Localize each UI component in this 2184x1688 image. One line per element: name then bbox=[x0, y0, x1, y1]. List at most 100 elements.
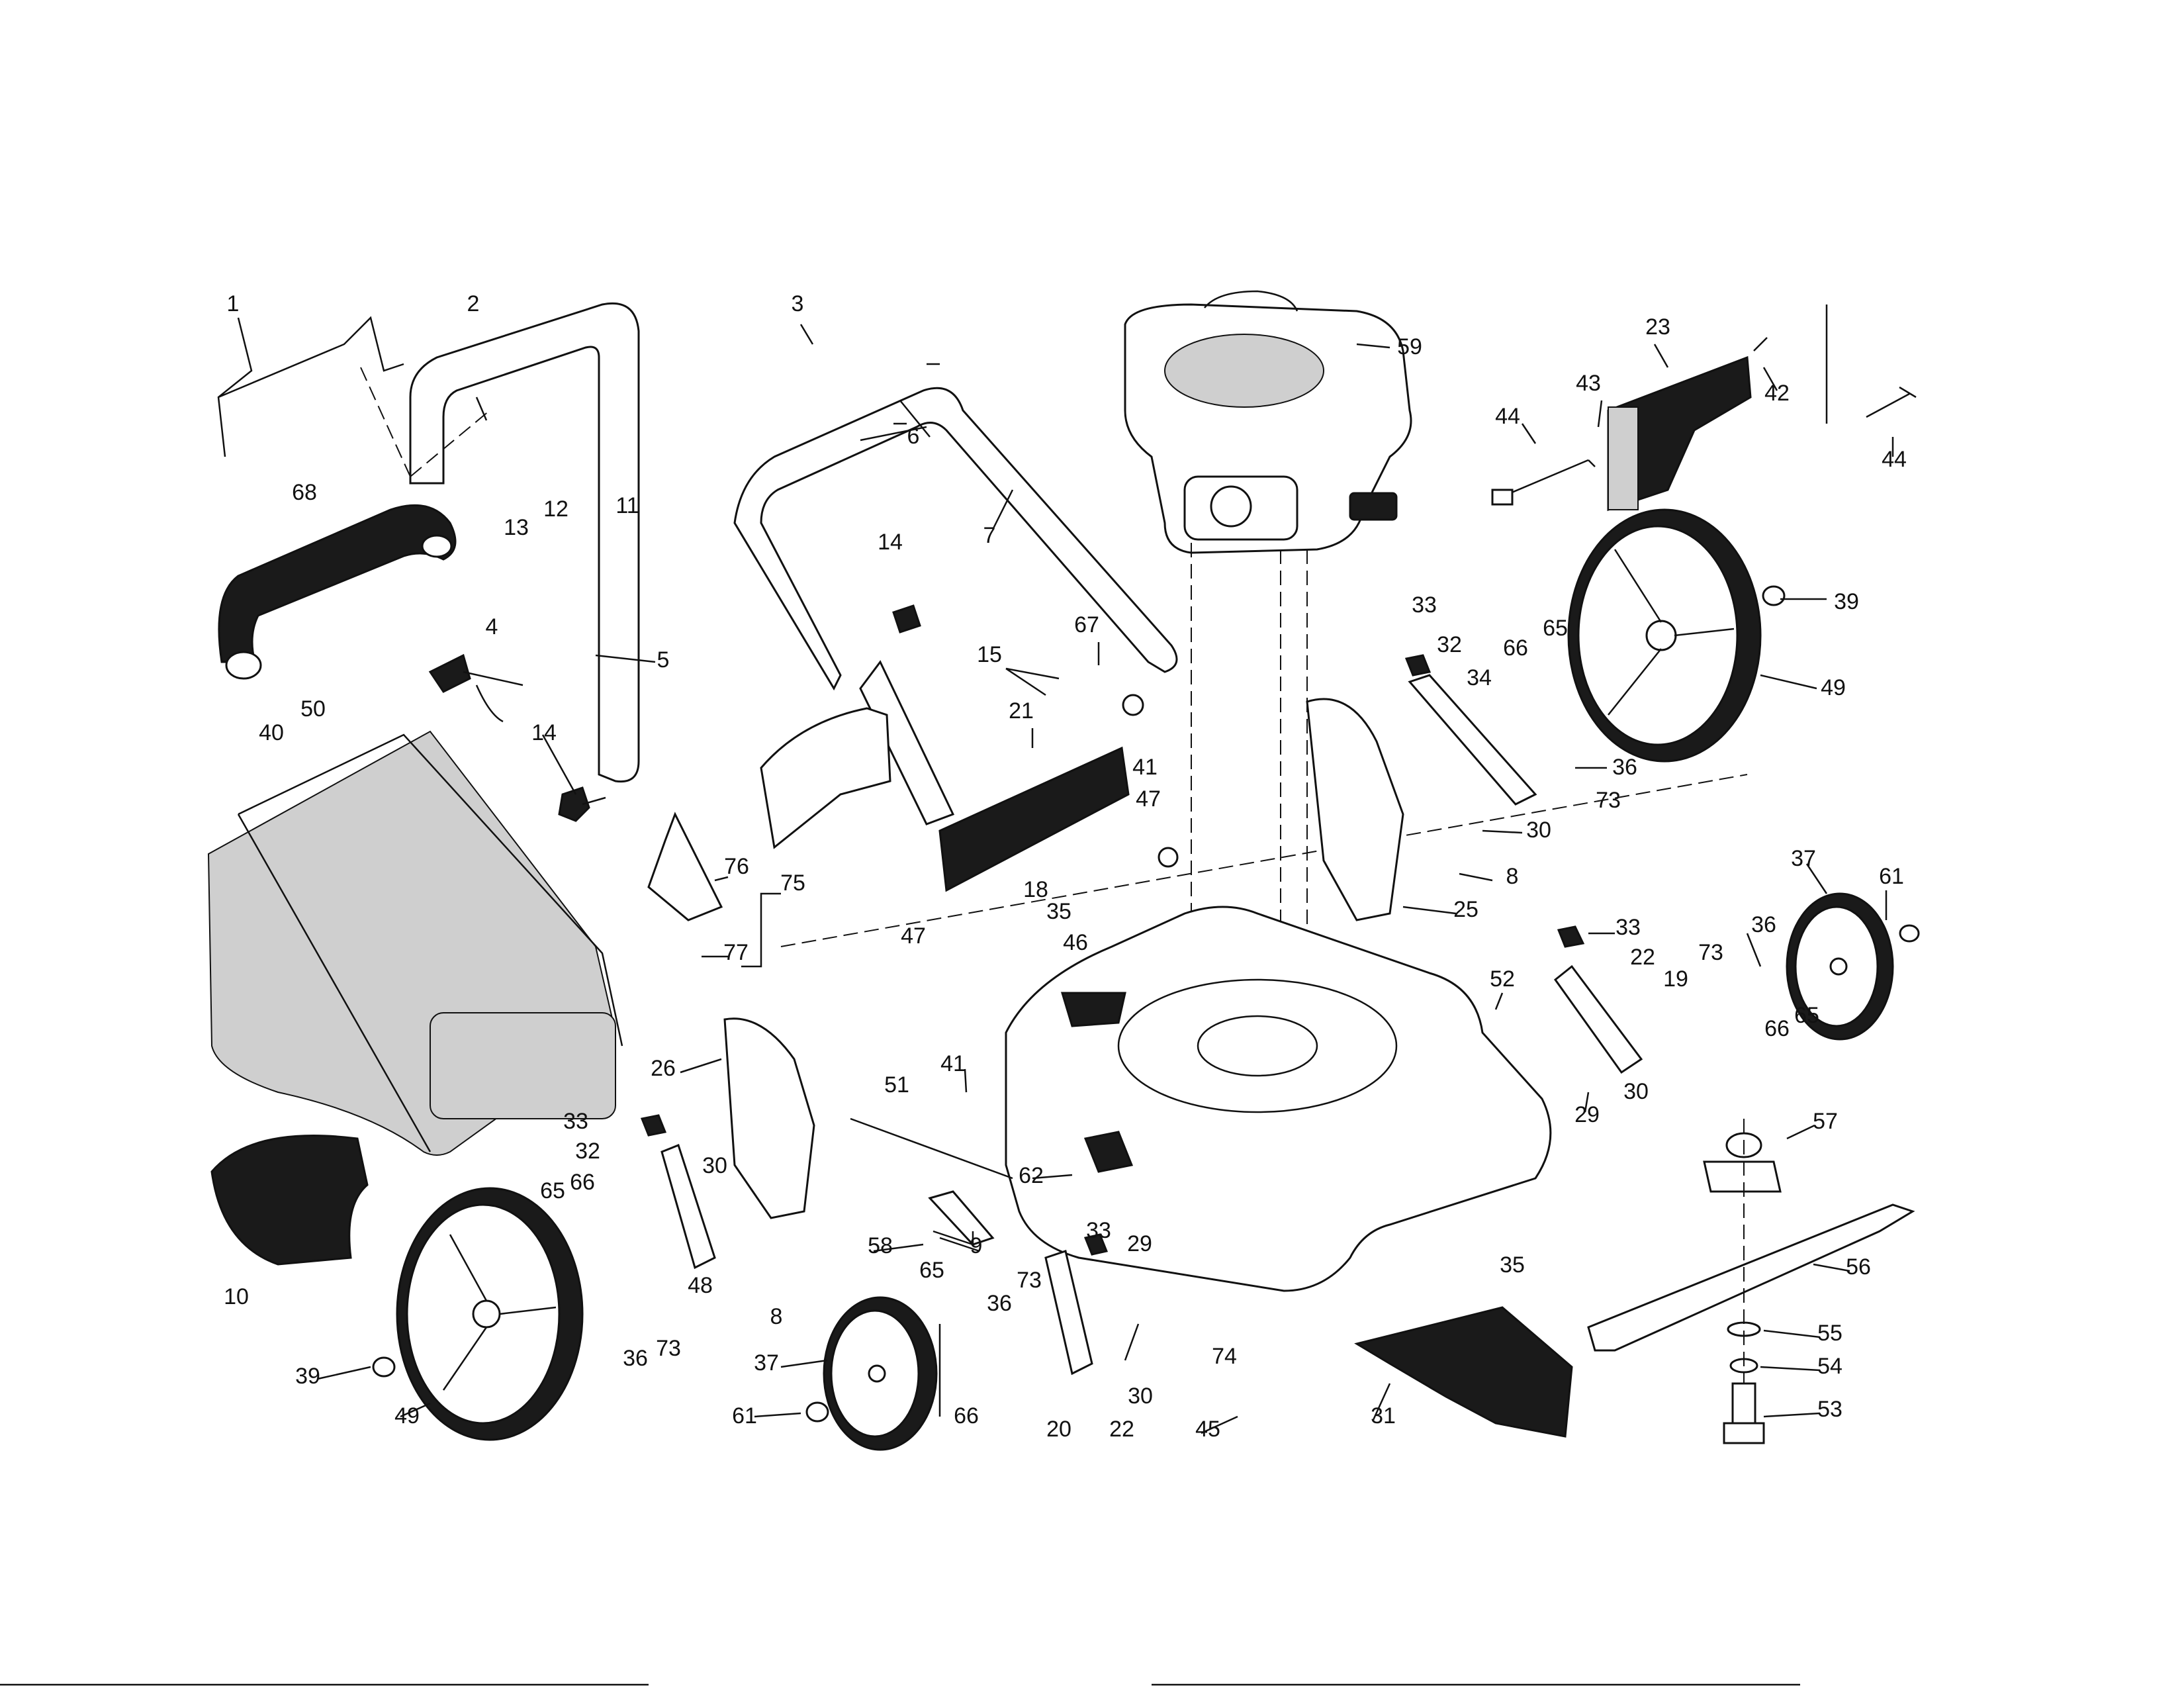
blade-adapter bbox=[1703, 1132, 1782, 1193]
handle-knob-lower bbox=[558, 786, 606, 822]
part-label-p41b: 41 bbox=[940, 1051, 966, 1076]
part-label-p68: 68 bbox=[292, 480, 317, 505]
part-label-p1: 1 bbox=[227, 291, 240, 316]
height-adjuster-right bbox=[1306, 654, 1643, 1074]
blade bbox=[1587, 1203, 1915, 1352]
part-label-p67: 67 bbox=[1074, 612, 1099, 637]
part-label-p29b: 29 bbox=[1127, 1231, 1152, 1256]
knob-14-upper bbox=[892, 604, 921, 633]
part-label-p65b: 65 bbox=[1794, 1003, 1819, 1028]
rear-door bbox=[938, 694, 1179, 892]
part-label-p33d: 33 bbox=[1086, 1218, 1111, 1243]
part-label-p65a: 65 bbox=[1543, 616, 1568, 641]
engine bbox=[1124, 290, 1412, 1033]
part-label-p48: 48 bbox=[688, 1273, 713, 1298]
part-label-p73a: 73 bbox=[1596, 788, 1621, 813]
front-axle bbox=[850, 1117, 1013, 1252]
part-label-p31: 31 bbox=[1371, 1403, 1396, 1429]
part-label-p2: 2 bbox=[467, 291, 480, 316]
part-label-p61b: 61 bbox=[732, 1403, 757, 1429]
part-label-p47a: 47 bbox=[1136, 786, 1161, 812]
part-label-p42: 42 bbox=[1764, 381, 1790, 406]
part-label-p8a: 8 bbox=[1506, 864, 1519, 889]
part-label-p30a: 30 bbox=[1526, 818, 1551, 843]
part-label-p36c: 36 bbox=[987, 1291, 1012, 1316]
mower-deck bbox=[780, 774, 1748, 1292]
part-label-p61a: 61 bbox=[1879, 864, 1904, 889]
part-label-p73c: 73 bbox=[1017, 1268, 1042, 1293]
part-label-p19: 19 bbox=[1663, 966, 1688, 992]
part-label-p43: 43 bbox=[1576, 371, 1601, 396]
height-adjuster-left bbox=[640, 1017, 1109, 1376]
leader-lines bbox=[317, 324, 1894, 1434]
part-label-p18: 18 bbox=[1023, 877, 1048, 902]
handle-grip bbox=[218, 504, 457, 680]
part-label-p22a: 22 bbox=[1630, 945, 1655, 970]
part-label-p39a: 39 bbox=[1834, 589, 1859, 614]
part-label-p3: 3 bbox=[792, 291, 804, 316]
discharge-chute bbox=[647, 707, 891, 921]
part-label-p62: 62 bbox=[1019, 1163, 1044, 1188]
rear-wheel-left bbox=[372, 1187, 584, 1441]
part-label-p22b: 22 bbox=[1109, 1417, 1134, 1442]
part-label-p39b: 39 bbox=[295, 1364, 320, 1389]
part-label-p33b: 33 bbox=[1615, 915, 1641, 940]
part-label-p40: 40 bbox=[259, 720, 284, 745]
part-label-p66c: 66 bbox=[570, 1170, 595, 1195]
part-label-p59: 59 bbox=[1397, 334, 1422, 359]
part-label-p75: 75 bbox=[780, 870, 805, 896]
part-label-p50: 50 bbox=[300, 696, 326, 722]
upper-handle bbox=[217, 302, 640, 783]
part-label-p12: 12 bbox=[543, 496, 569, 522]
lower-handle bbox=[733, 363, 1178, 825]
part-label-p14a: 14 bbox=[878, 530, 903, 555]
front-wheel-left bbox=[805, 1296, 938, 1451]
part-label-p32a: 32 bbox=[1437, 632, 1462, 657]
part-label-p74: 74 bbox=[1212, 1344, 1237, 1369]
part-label-p46: 46 bbox=[1063, 930, 1088, 955]
part-label-p77: 77 bbox=[723, 940, 749, 965]
part-label-p30c: 30 bbox=[702, 1153, 727, 1178]
part-label-p66b: 66 bbox=[1764, 1016, 1790, 1041]
part-label-p33a: 33 bbox=[1412, 592, 1437, 618]
handle-knob-upper bbox=[428, 653, 523, 723]
part-label-p36a: 36 bbox=[1612, 755, 1637, 780]
part-label-p30d: 30 bbox=[1128, 1383, 1153, 1409]
part-label-p47b: 47 bbox=[901, 923, 926, 949]
part-label-p57: 57 bbox=[1813, 1109, 1838, 1134]
grass-bag bbox=[207, 730, 623, 1156]
part-label-p23: 23 bbox=[1645, 314, 1670, 340]
part-label-p35a: 35 bbox=[1046, 899, 1071, 924]
blade-bolt bbox=[1723, 1119, 1765, 1444]
part-label-p37a: 37 bbox=[1791, 846, 1816, 871]
part-label-p65d: 65 bbox=[919, 1258, 944, 1283]
part-label-p73d: 73 bbox=[656, 1336, 681, 1361]
part-label-p4: 4 bbox=[486, 614, 498, 639]
part-label-p11: 11 bbox=[615, 493, 639, 518]
part-label-p25: 25 bbox=[1453, 897, 1479, 922]
part-label-p49a: 49 bbox=[1821, 675, 1846, 700]
rear-axle-bolts bbox=[1491, 386, 1917, 506]
part-label-p26: 26 bbox=[651, 1056, 676, 1081]
part-label-p9: 9 bbox=[970, 1233, 983, 1258]
part-label-p44a: 44 bbox=[1495, 404, 1520, 429]
part-label-p73b: 73 bbox=[1698, 940, 1723, 965]
part-label-p30b: 30 bbox=[1623, 1079, 1649, 1104]
part-label-p20: 20 bbox=[1046, 1417, 1071, 1442]
part-label-p54: 54 bbox=[1817, 1354, 1843, 1379]
part-label-p8b: 8 bbox=[770, 1304, 783, 1329]
part-label-p29a: 29 bbox=[1574, 1102, 1600, 1127]
part-label-p14b: 14 bbox=[531, 720, 557, 745]
part-label-p10: 10 bbox=[224, 1284, 249, 1309]
part-label-p37b: 37 bbox=[754, 1350, 779, 1376]
part-label-p56: 56 bbox=[1846, 1254, 1871, 1280]
part-label-p32b: 32 bbox=[575, 1139, 600, 1164]
part-label-p51: 51 bbox=[884, 1072, 909, 1098]
part-label-p41a: 41 bbox=[1132, 755, 1158, 780]
front-wheel-right bbox=[1786, 892, 1920, 1041]
part-label-p35b: 35 bbox=[1500, 1252, 1525, 1278]
part-label-p36d: 36 bbox=[623, 1346, 648, 1371]
part-label-p13: 13 bbox=[504, 515, 529, 540]
